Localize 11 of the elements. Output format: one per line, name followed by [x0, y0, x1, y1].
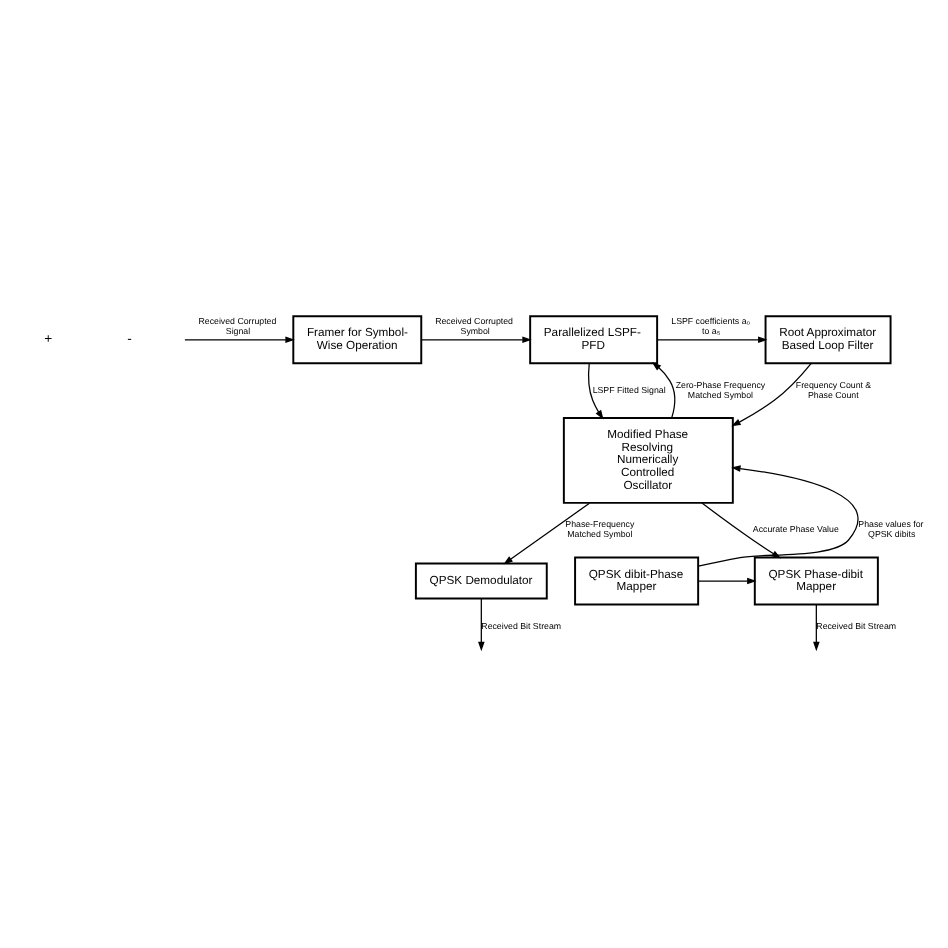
arrow — [697, 576, 757, 584]
arrow — [651, 361, 676, 418]
arrow — [813, 603, 820, 651]
arrow — [503, 501, 591, 564]
arrow — [587, 361, 604, 419]
arrow — [697, 464, 859, 566]
arrow — [656, 335, 768, 343]
arrow — [184, 335, 295, 343]
arrow — [478, 597, 485, 651]
arrow — [420, 335, 532, 343]
arrow — [731, 361, 812, 426]
